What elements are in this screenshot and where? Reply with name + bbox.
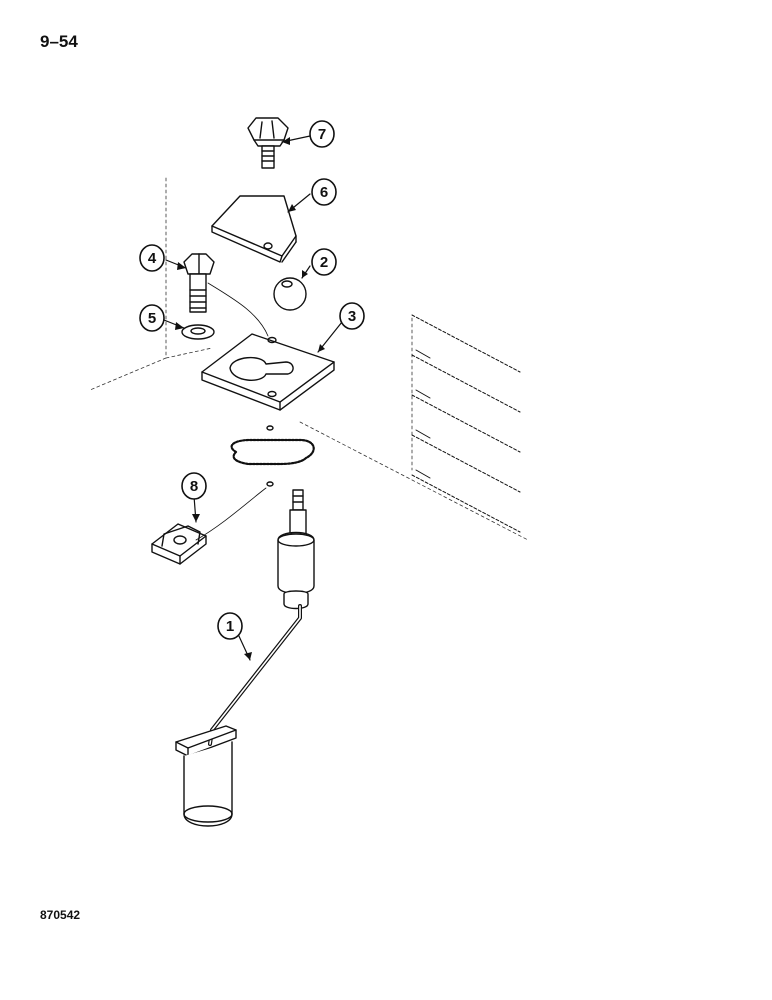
hex-bolt-part — [183, 253, 215, 313]
leader-arrowheads — [175, 137, 325, 660]
drawing-number: 870542 — [40, 908, 81, 922]
callout-circle — [181, 472, 207, 500]
callout-label: 8 — [190, 478, 198, 495]
ball-knob-part — [273, 277, 307, 311]
callout-5: 5 — [139, 304, 165, 332]
callout-circle — [311, 178, 337, 206]
callout-circle — [139, 244, 165, 272]
callout-label: 7 — [318, 126, 326, 143]
clip-nut-part — [151, 487, 267, 565]
callout-label: 1 — [226, 618, 234, 635]
gasket-part — [230, 425, 315, 487]
housing-outline — [89, 177, 529, 541]
callout-circle — [339, 302, 365, 330]
lever-assembly-part — [175, 489, 315, 827]
callout-label: 4 — [148, 250, 157, 267]
callout-circle — [139, 304, 165, 332]
callout-circle — [311, 248, 337, 276]
callout-1: 1 — [217, 612, 243, 640]
callout-circle — [309, 120, 335, 148]
callout-label: 5 — [148, 310, 156, 327]
callout-4: 4 — [139, 244, 165, 272]
knob-screw-part — [247, 117, 289, 169]
callout-7: 7 — [309, 120, 335, 148]
callout-2: 2 — [311, 248, 337, 276]
callout-label: 6 — [320, 184, 328, 201]
cover-plate-part — [211, 195, 297, 263]
washer-part — [181, 324, 215, 340]
callout-6: 6 — [311, 178, 337, 206]
callout-group: 1 2 3 4 5 6 7 8 — [139, 120, 365, 640]
louver-panel — [411, 314, 521, 533]
callout-circle — [217, 612, 243, 640]
callout-label: 3 — [348, 308, 356, 325]
page-number: 9–54 — [40, 32, 78, 51]
callout-8: 8 — [181, 472, 207, 500]
callout-3: 3 — [339, 302, 365, 330]
gate-plate-part — [201, 282, 335, 411]
callout-label: 2 — [320, 254, 328, 271]
